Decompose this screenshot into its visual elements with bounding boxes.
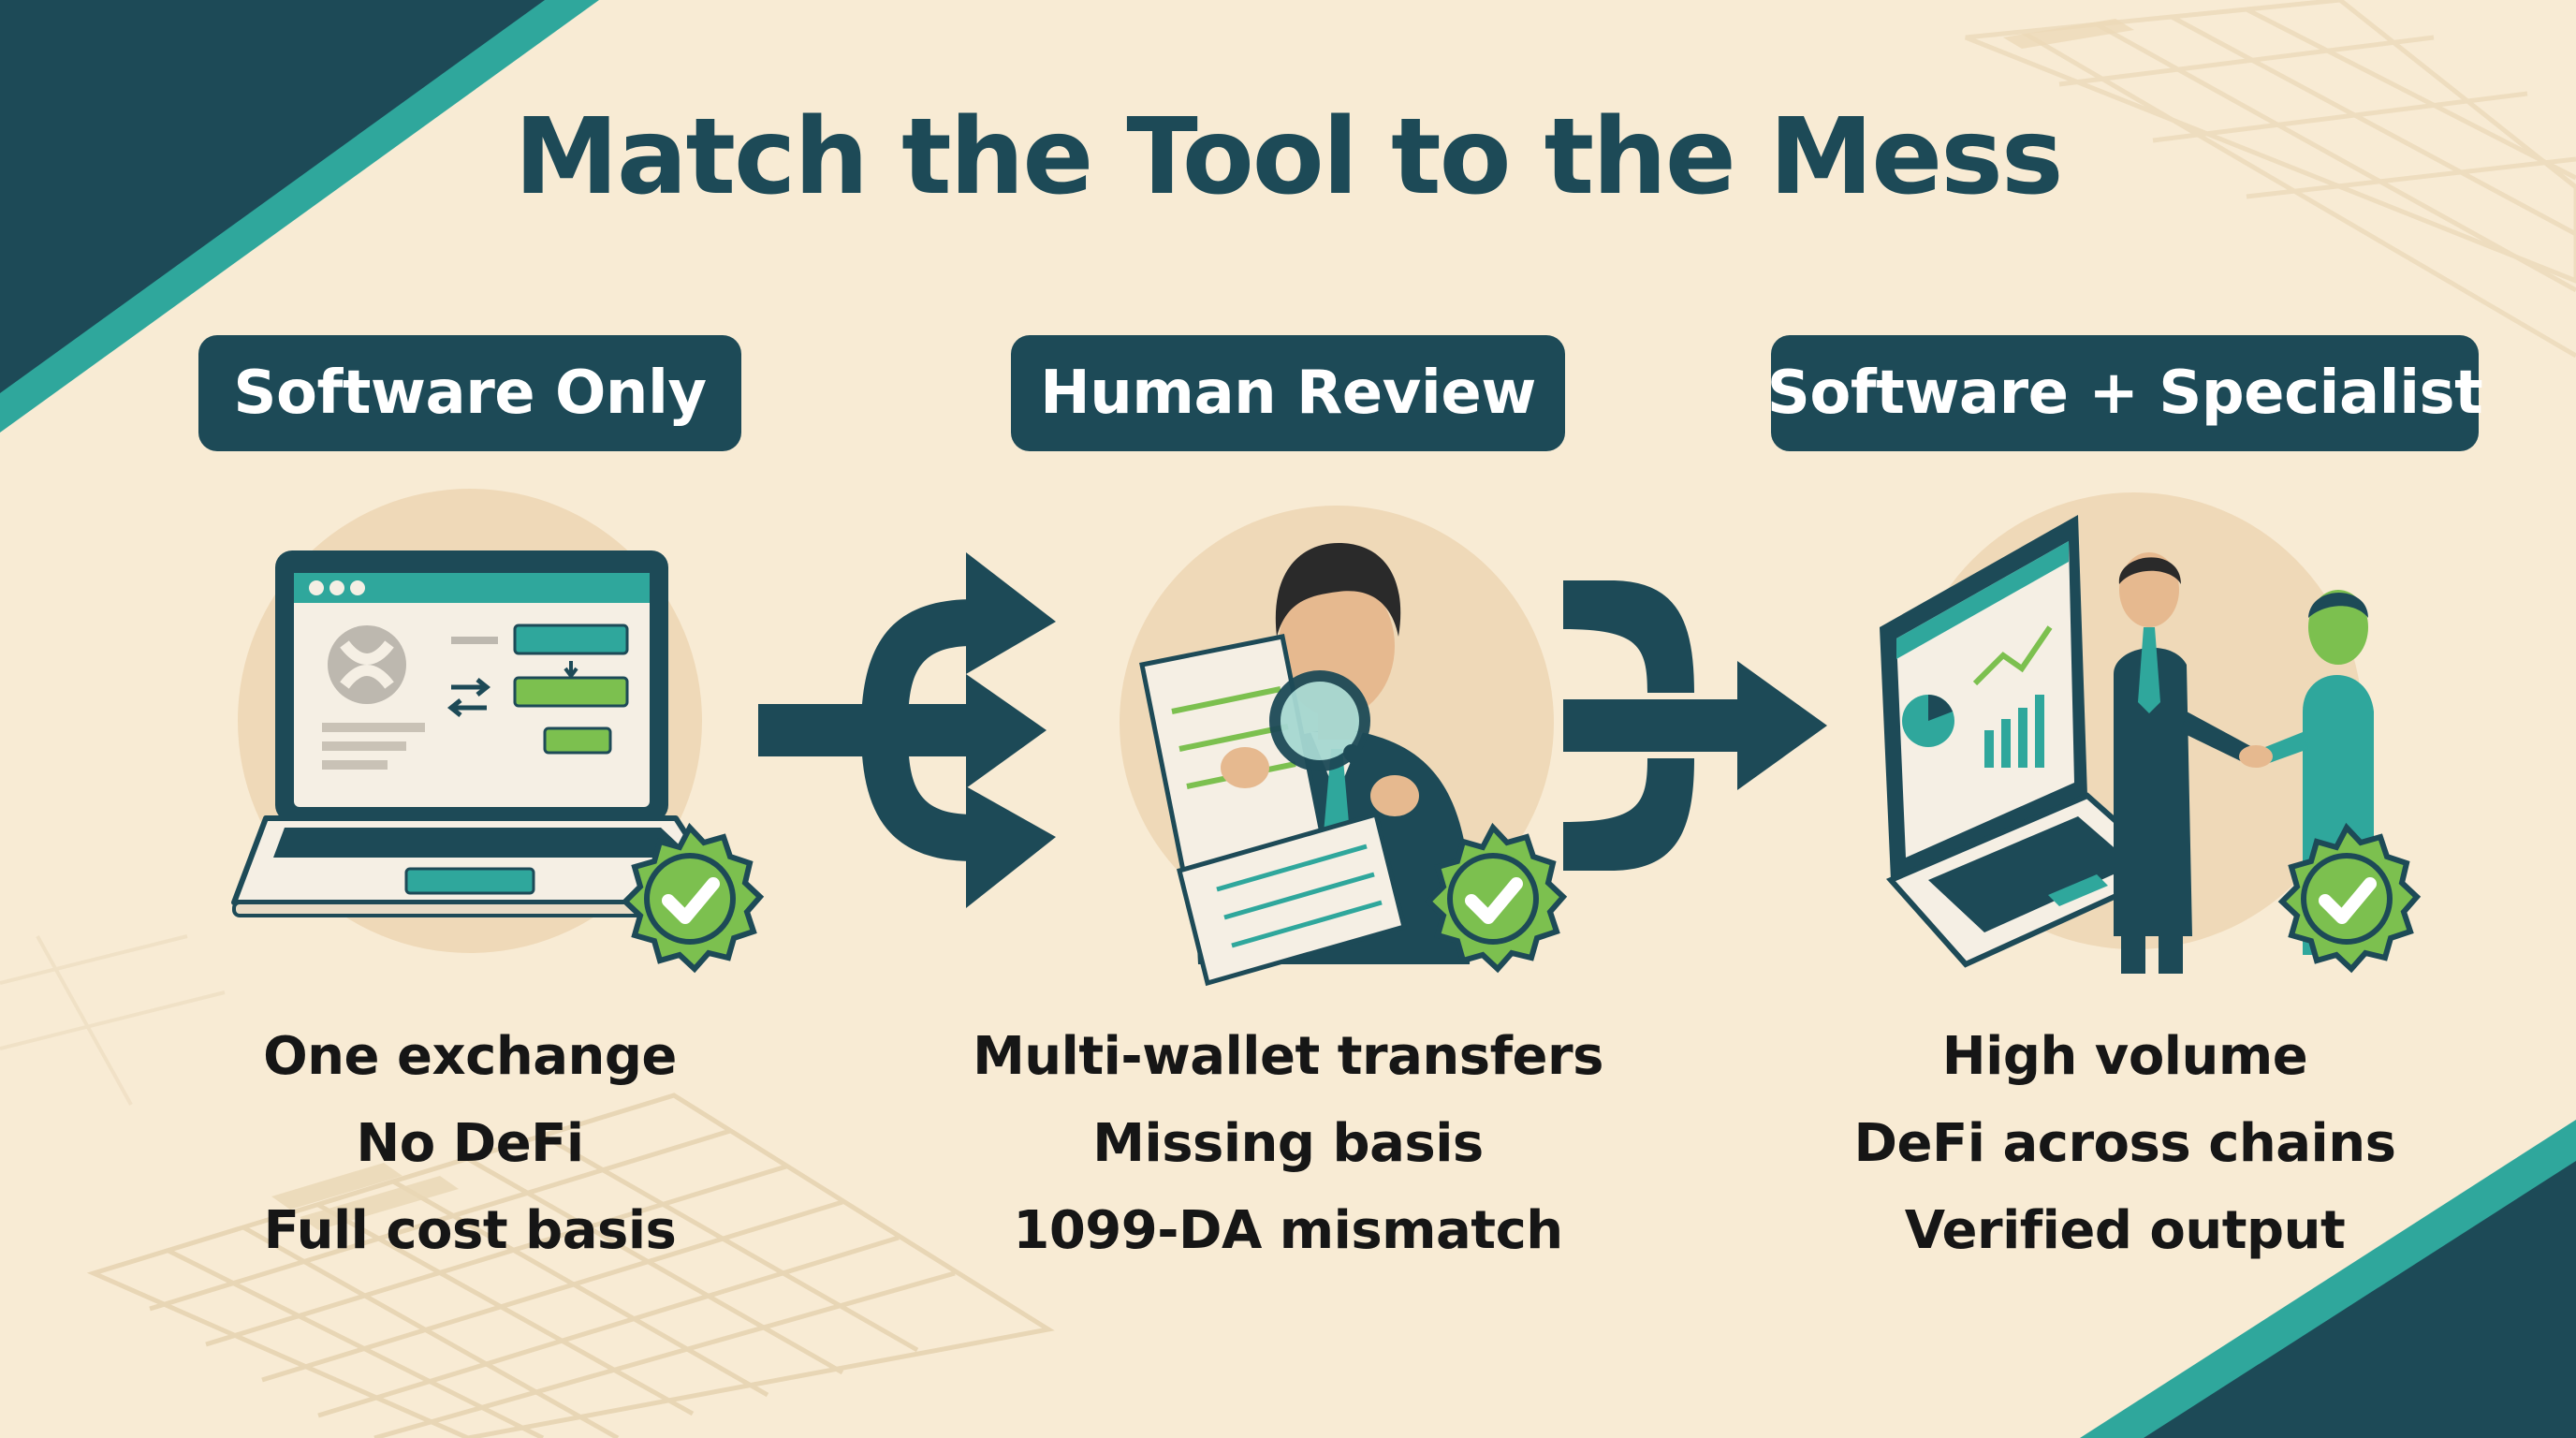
merging-arrow-icon [1563,580,1827,871]
accountant-icon [1120,506,1554,987]
criteria-item: One exchange [263,1026,677,1087]
software-only-criteria: One exchange No DeFi Full cost basis [189,1013,751,1274]
human-review-criteria: Multi-wallet transfers Missing basis 109… [951,1013,1625,1274]
criteria-item: Full cost basis [263,1200,677,1261]
label-human-review: Human Review [1011,335,1565,451]
checkmark-badge-icon [2277,822,2422,974]
label-software-only: Software Only [198,335,741,451]
laptop-icon [231,489,733,953]
label-software-specialist: Software + Specialist [1767,335,2483,451]
criteria-item: High volume [1941,1026,2308,1087]
criteria-item: Verified output [1904,1200,2346,1261]
page-title: Match the Tool to the Mess [514,96,2063,218]
handshake-icon [1880,492,2374,974]
software-specialist-criteria: High volume DeFi across chains Verified … [1788,1013,2462,1274]
criteria-item: DeFi across chains [1853,1113,2396,1174]
checkmark-badge-icon [1424,822,1568,974]
criteria-item: No DeFi [356,1113,584,1174]
branching-arrow-icon [758,552,1056,908]
criteria-item: 1099-DA mismatch [1013,1200,1563,1261]
checkmark-badge-icon [621,822,765,974]
criteria-item: Missing basis [1092,1113,1484,1174]
criteria-item: Multi-wallet transfers [973,1026,1603,1087]
